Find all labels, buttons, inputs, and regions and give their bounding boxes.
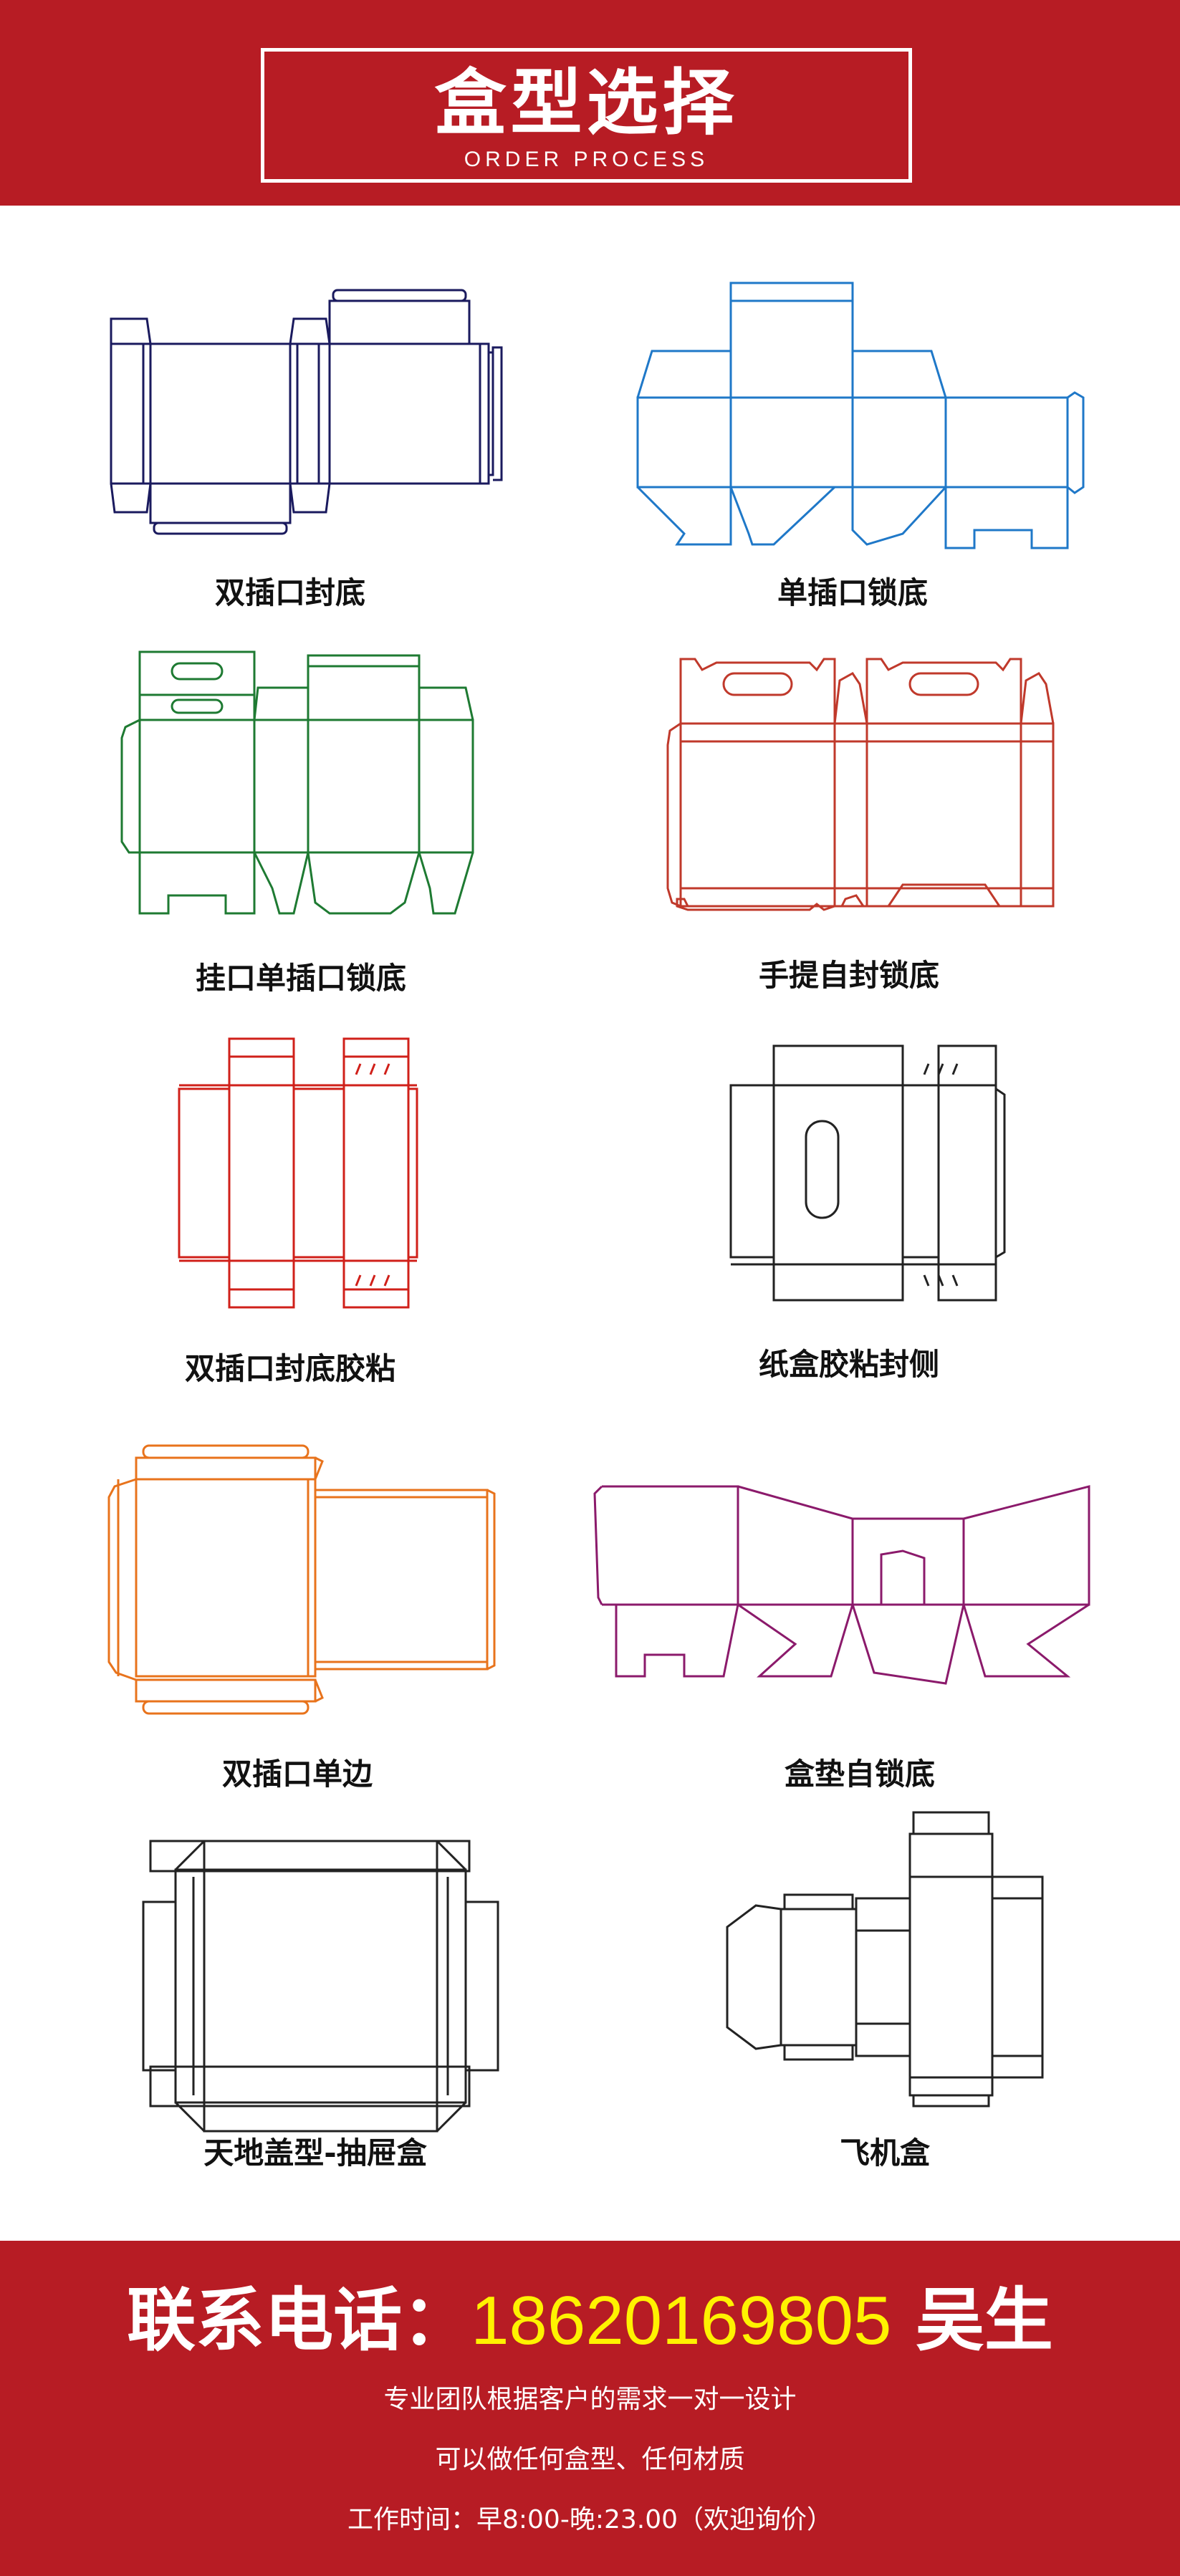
box-label: 天地盖型-抽屉盒	[203, 2135, 427, 2171]
phone-number[interactable]: 18620169805	[471, 2282, 892, 2359]
page-title: 盒型选择	[434, 61, 739, 145]
footer-line-design: 专业团队根据客户的需求一对一设计	[383, 2385, 797, 2414]
contact-name: 吴生	[915, 2280, 1053, 2360]
phone-label: 联系电话：	[127, 2280, 471, 2360]
box-label: 双插口封底胶粘	[184, 1351, 395, 1386]
page-subtitle: ORDER PROCESS	[464, 148, 709, 171]
box-diagram-double-tuck-glued	[178, 1037, 418, 1309]
box-label: 双插口封底	[214, 575, 365, 610]
box-label: 双插口单边	[221, 1756, 373, 1792]
box-label: 纸盒胶粘封侧	[758, 1347, 939, 1382]
box-diagram-hanger-tuck-lock	[120, 650, 474, 915]
box-label: 手提自封锁底	[758, 958, 939, 993]
box-diagram-glued-side	[729, 1044, 1006, 1302]
box-diagram-handle-self-lock	[666, 658, 1055, 911]
phone-line: 联系电话：18620169805 吴生	[0, 2286, 1180, 2355]
box-label: 飞机盒	[839, 2135, 930, 2171]
box-diagram-double-tuck-single-side	[107, 1444, 496, 1715]
box-diagram-tray-self-lock	[593, 1485, 1090, 1685]
footer-line-hours: 工作时间：早8:00-晚:23.00（欢迎询价）	[347, 2505, 833, 2534]
box-label: 挂口单插口锁底	[195, 961, 406, 996]
footer-line-materials: 可以做任何盒型、任何材质	[435, 2445, 745, 2474]
header-frame: 盒型选择 ORDER PROCESS	[261, 48, 912, 183]
box-diagram-double-tuck	[110, 289, 503, 535]
box-diagram-airplane-box	[726, 1811, 1044, 2108]
box-diagram-lid-drawer	[142, 1840, 499, 2133]
contact-footer: 联系电话：18620169805 吴生 专业团队根据客户的需求一对一设计 可以做…	[0, 2241, 1180, 2576]
header-banner: 盒型选择 ORDER PROCESS	[0, 0, 1180, 206]
box-diagram-single-tuck-lock	[636, 282, 1085, 549]
box-label: 盒垫自锁底	[784, 1756, 935, 1792]
box-label: 单插口锁底	[777, 575, 928, 610]
